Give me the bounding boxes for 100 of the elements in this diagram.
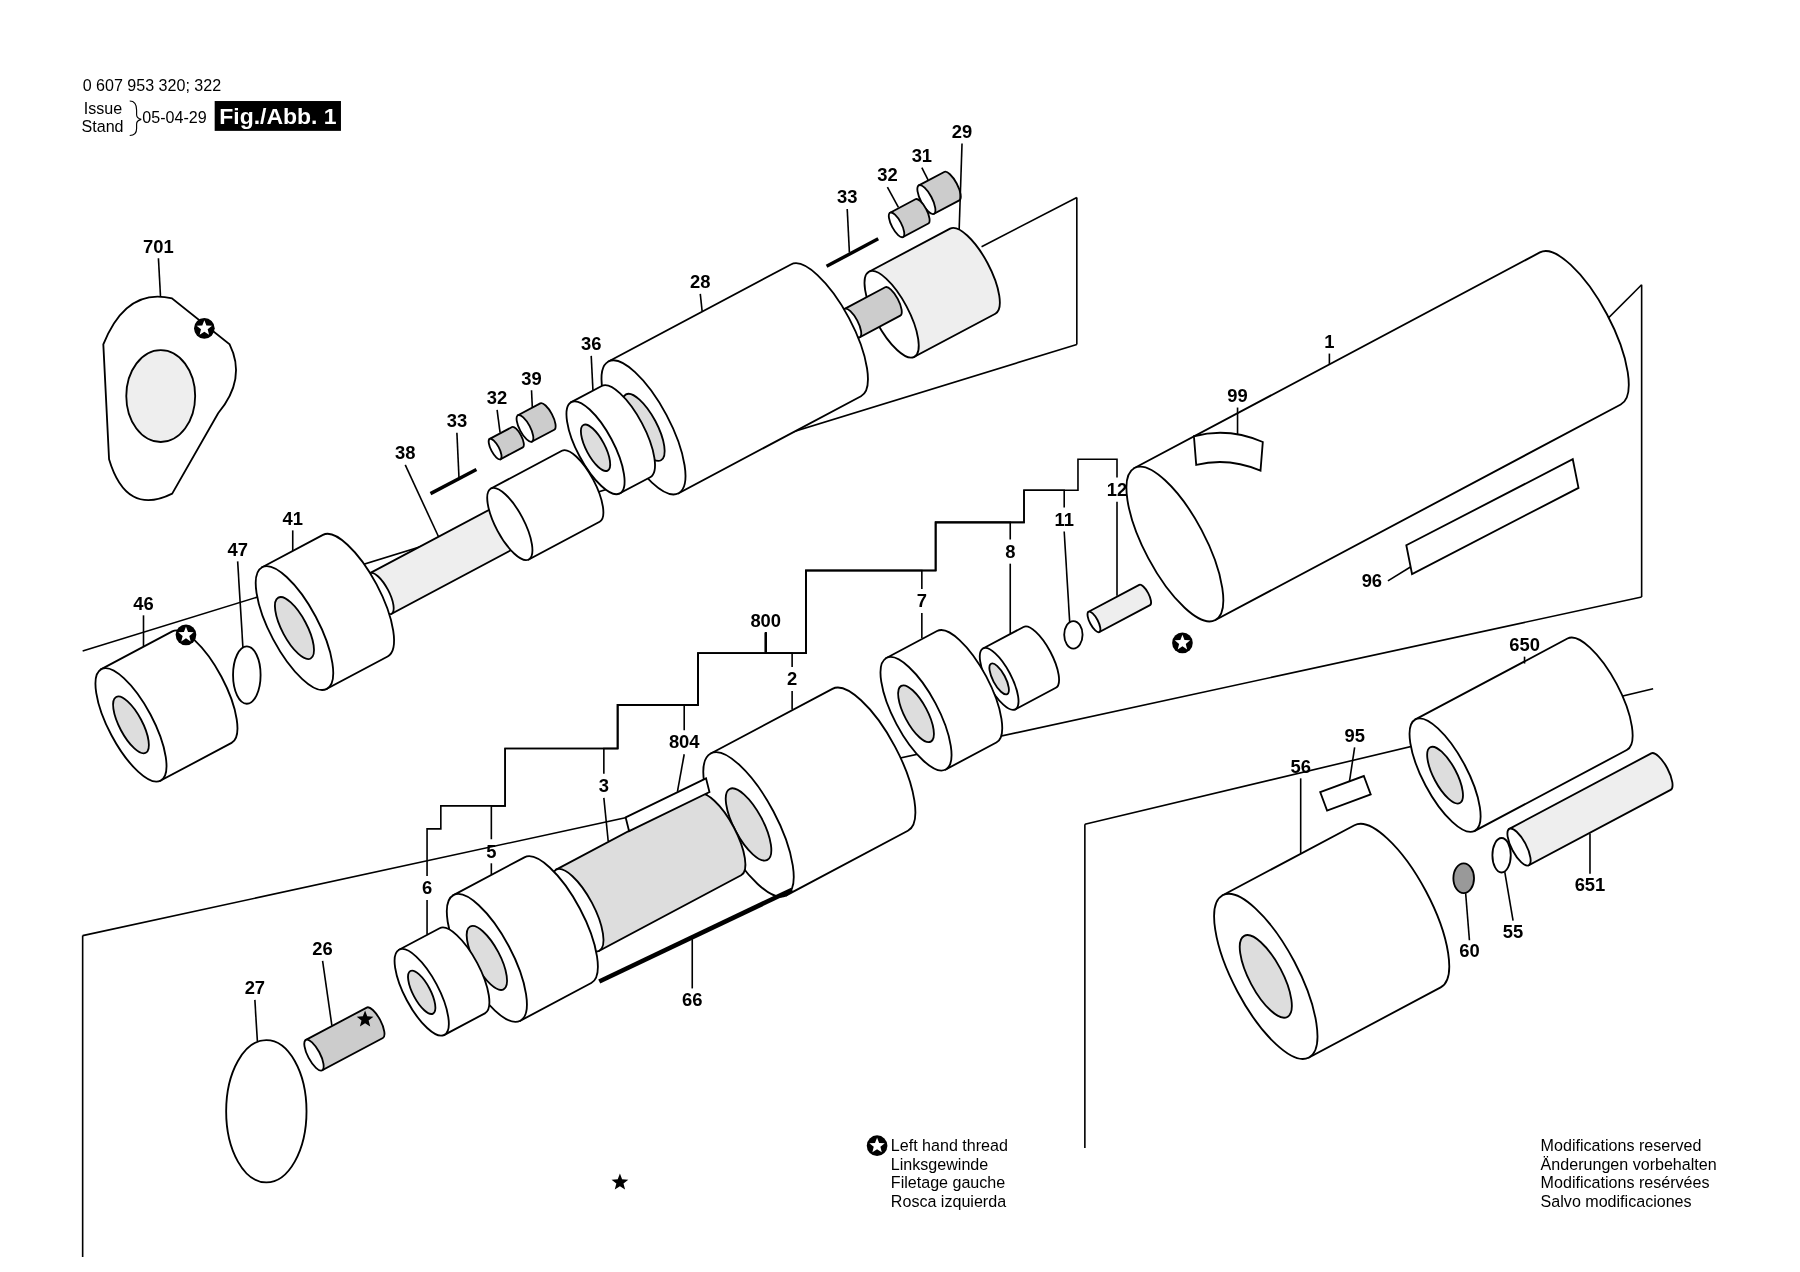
- leader-line: [404, 464, 440, 538]
- stand-label: Stand: [81, 117, 124, 136]
- callout-number: 29: [951, 121, 973, 143]
- shim-disc: [225, 1039, 308, 1184]
- leader-line: [1299, 777, 1302, 854]
- pin: [825, 237, 880, 268]
- callout-number: 95: [1344, 725, 1365, 747]
- issue-date: 05-04-29: [142, 107, 207, 127]
- leader-line: [1589, 832, 1591, 875]
- leader-line: [590, 355, 594, 392]
- leader-line: [603, 797, 609, 843]
- legend-text: Filetage gauche: [890, 1173, 1006, 1192]
- washer: [1063, 620, 1084, 650]
- leader-line: [426, 899, 428, 936]
- hose-fitting: [1506, 752, 1674, 867]
- leader-line: [1348, 746, 1356, 783]
- callout-number: 96: [1361, 570, 1383, 592]
- callout-number: 36: [581, 334, 602, 355]
- bracket-line: [764, 458, 1118, 654]
- leader-line: [1009, 562, 1012, 635]
- callout-number: 39: [521, 368, 542, 390]
- o-ring: [1491, 837, 1512, 874]
- leader-line: [291, 529, 294, 552]
- callout-number: 28: [690, 272, 711, 293]
- leader-line: [1523, 655, 1526, 665]
- screw: [1086, 583, 1152, 634]
- part-number: 0 607 953 320; 322: [82, 75, 222, 95]
- ball-bearing: [393, 926, 491, 1037]
- rear-housing: [1213, 823, 1451, 1060]
- figure-tag: Fig./Abb. 1: [214, 101, 342, 131]
- note-text: Modifications resérvées: [1540, 1173, 1710, 1192]
- leader-line: [676, 753, 685, 793]
- callout-number: 46: [133, 593, 154, 615]
- callout-number: 38: [395, 443, 416, 464]
- leader-line: [1328, 352, 1331, 365]
- note-text: Modifications reserved: [1540, 1136, 1702, 1155]
- callout-number: 99: [1227, 385, 1248, 407]
- callout-number: 3: [598, 776, 609, 797]
- planet-carrier: [842, 227, 1001, 359]
- leader-line: [496, 409, 501, 434]
- flange-drawing: [102, 295, 237, 502]
- callout-number: 60: [1459, 941, 1480, 962]
- ball-bearing: [254, 533, 395, 691]
- callout-number: 33: [446, 411, 468, 432]
- callout-number: 26: [312, 939, 333, 960]
- leader-line: [1116, 500, 1118, 597]
- leader-line: [886, 186, 900, 209]
- label-strip: [1405, 457, 1580, 576]
- leader-line: [1387, 566, 1412, 582]
- callout-number: 31: [911, 145, 933, 167]
- leader-line: [1236, 406, 1239, 435]
- circlip: [232, 645, 262, 705]
- callout-number: 56: [1290, 756, 1311, 778]
- note-text: Salvo modificaciones: [1540, 1191, 1692, 1210]
- leader-line: [490, 862, 493, 876]
- leader-line: [1464, 892, 1471, 941]
- callout-number: 27: [244, 978, 266, 999]
- pin: [429, 468, 478, 496]
- leader-line: [921, 612, 923, 640]
- leader-line: [846, 208, 851, 254]
- callout-number: 7: [916, 591, 927, 612]
- callout-number: 11: [1054, 509, 1074, 531]
- leader-line: [236, 560, 244, 649]
- legend-text: Left hand thread: [890, 1136, 1008, 1155]
- leader-line: [1063, 530, 1071, 623]
- callout-number: 701: [143, 236, 174, 258]
- leader-line: [791, 690, 793, 711]
- rotor-blade: [624, 777, 711, 833]
- leader-line: [699, 293, 703, 312]
- pinion-gear: [515, 402, 557, 443]
- end-plate: [879, 629, 1004, 772]
- callout-number: 650: [1509, 634, 1540, 656]
- note-text: Änderungen vorbehalten: [1540, 1154, 1717, 1174]
- pinion-gear: [887, 198, 931, 239]
- callout-number: 32: [486, 388, 508, 409]
- callout-number: 55: [1502, 921, 1524, 943]
- callout-number: 804: [668, 732, 700, 754]
- callout-number: 800: [750, 610, 782, 632]
- issue-label: Issue: [83, 98, 123, 118]
- pinion-gear: [487, 426, 525, 461]
- strainer: [1452, 862, 1475, 895]
- callout-number: 41: [282, 508, 303, 530]
- callout-number: 47: [227, 539, 248, 561]
- end-cap: [94, 629, 239, 783]
- pinion-gear: [303, 1006, 386, 1072]
- pin: [598, 887, 794, 984]
- callout-number: 33: [837, 187, 858, 208]
- leader-line: [142, 614, 145, 648]
- motor-housing: [1125, 250, 1630, 623]
- leader-line: [254, 999, 259, 1042]
- leader-line: [691, 938, 694, 990]
- callout-number: 2: [787, 669, 798, 690]
- legend-text: Linksgewinde: [890, 1154, 989, 1174]
- legend-text: Rosca izquierda: [890, 1191, 1007, 1210]
- callout-number: 6: [421, 878, 433, 899]
- leader-line: [157, 257, 162, 297]
- callout-number: 651: [1574, 874, 1606, 896]
- callout-number: 12: [1106, 479, 1128, 501]
- callout-number: 1: [1324, 331, 1335, 353]
- leader-line: [456, 432, 460, 479]
